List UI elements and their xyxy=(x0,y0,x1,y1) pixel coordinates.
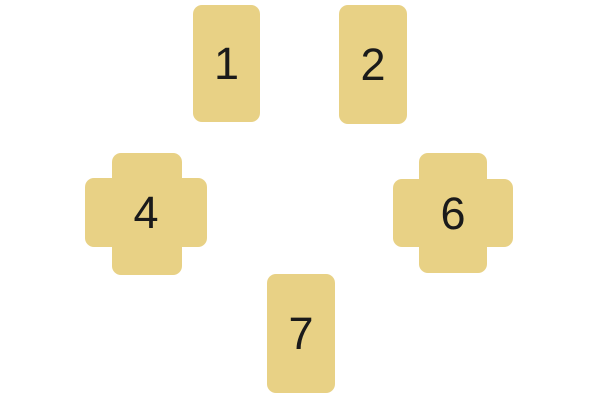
card-position-7-label: 7 xyxy=(288,308,314,359)
card-position-2[interactable]: 2 xyxy=(339,5,407,124)
card-position-2-label: 2 xyxy=(360,39,386,90)
card-position-6-label: 6 xyxy=(440,187,466,239)
card-position-6[interactable]: 6 xyxy=(393,153,513,273)
card-position-7[interactable]: 7 xyxy=(267,274,335,393)
card-position-4-label: 4 xyxy=(133,187,159,238)
card-position-1[interactable]: 1 xyxy=(193,5,260,122)
card-position-4-crossing-card: 4 xyxy=(85,178,207,247)
card-position-1-label: 1 xyxy=(213,38,240,89)
card-position-4[interactable]: 4 xyxy=(85,153,207,275)
card-position-6-crossing-card: 6 xyxy=(393,179,513,247)
